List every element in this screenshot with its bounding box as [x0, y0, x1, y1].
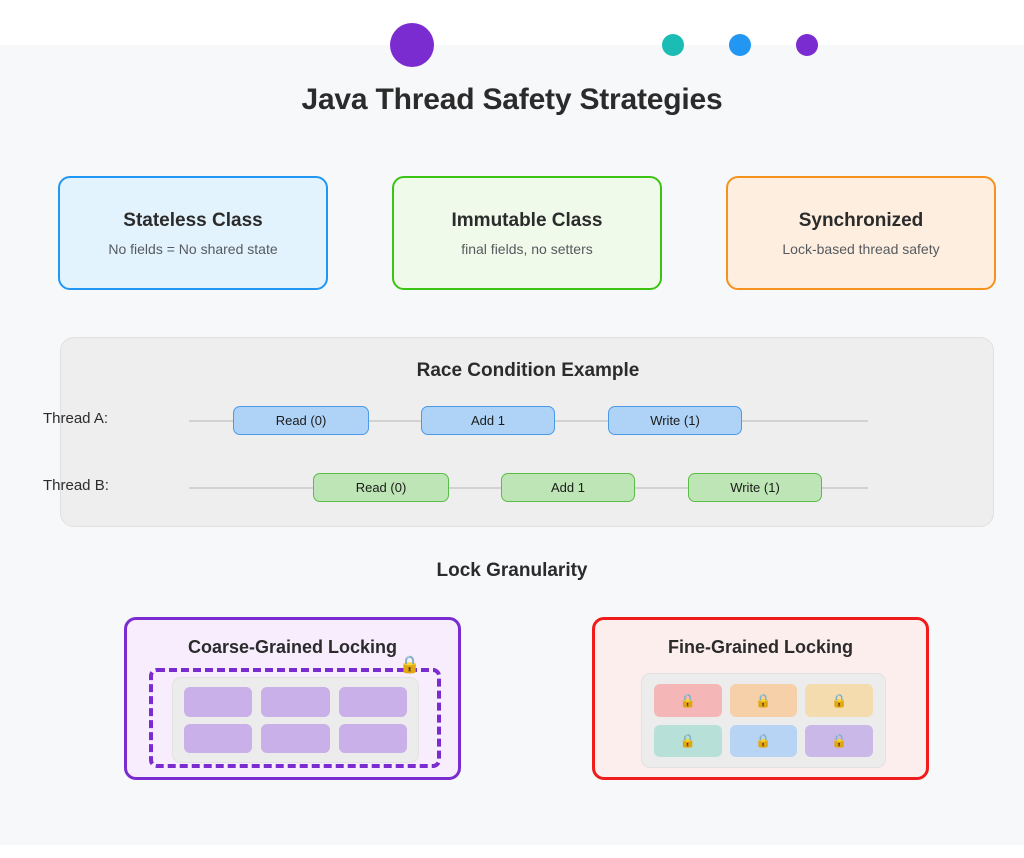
lock-granularity-title: Lock Granularity [436, 560, 588, 581]
lock-icon: 🔒 [679, 692, 696, 708]
strategy-card-subtitle: No fields = No shared state [108, 240, 278, 257]
thread-step-box[interactable]: Add 1 [421, 406, 555, 435]
page-title: Java Thread Safety Strategies [301, 83, 723, 116]
resource-cell [338, 723, 407, 753]
thread-step-box[interactable]: Add 1 [501, 473, 635, 502]
lock-icon: 🔒 [831, 692, 848, 708]
lock-icon: 🔒 [679, 733, 696, 749]
fine-grained-locking-card[interactable]: Fine-Grained Locking 🔒 🔒 🔒 🔒 🔒 🔒 [592, 617, 929, 780]
resource-cell [261, 723, 330, 753]
thread-timeline-b: Thread B: Read (0) Add 1 Write (1) [43, 473, 995, 503]
thread-step-box[interactable]: Write (1) [688, 473, 822, 502]
strategy-card-title: Synchronized [798, 209, 924, 231]
race-condition-panel: Race Condition Example Thread A: Read (0… [43, 337, 995, 527]
resource-cell: 🔒 [805, 724, 873, 757]
thread-label-b: Thread B: [43, 477, 109, 494]
decor-dot-blue [729, 34, 751, 56]
resource-cell [338, 687, 407, 717]
coarse-resource-panel [172, 677, 419, 763]
decor-dot-primary [390, 23, 434, 67]
lock-icon: 🔒 [755, 733, 772, 749]
thread-timeline-a: Thread A: Read (0) Add 1 Write (1) [43, 406, 995, 436]
coarse-resource-grid [173, 678, 418, 762]
resource-cell: 🔒 [729, 724, 798, 757]
thread-label-a: Thread A: [43, 410, 109, 427]
resource-cell [261, 687, 330, 717]
coarse-grained-locking-card[interactable]: Coarse-Grained Locking 🔒 [124, 617, 461, 780]
strategy-card-immutable[interactable]: Immutable Class final fields, no setters [392, 176, 662, 290]
resource-cell: 🔒 [805, 684, 873, 717]
lock-icon: 🔒 [755, 692, 772, 708]
resource-cell [184, 723, 253, 753]
strategy-card-row: Stateless Class No fields = No shared st… [0, 176, 1024, 290]
resource-cell [184, 687, 253, 717]
resource-cell: 🔒 [654, 724, 722, 757]
strategy-card-synchronized[interactable]: Synchronized Lock-based thread safety [726, 176, 996, 290]
strategy-card-subtitle: final fields, no setters [461, 240, 593, 257]
fine-resource-panel: 🔒 🔒 🔒 🔒 🔒 🔒 [641, 673, 886, 768]
strategy-card-stateless[interactable]: Stateless Class No fields = No shared st… [58, 176, 328, 290]
strategy-card-title: Immutable Class [451, 209, 603, 231]
coarse-grained-title: Coarse-Grained Locking [187, 637, 398, 657]
thread-step-box[interactable]: Read (0) [233, 406, 369, 435]
resource-cell: 🔒 [729, 684, 798, 717]
race-condition-title: Race Condition Example [416, 360, 640, 381]
resource-cell: 🔒 [654, 684, 722, 717]
decor-dot-teal [662, 34, 684, 56]
lock-icon: 🔒 [831, 733, 848, 749]
thread-step-box[interactable]: Write (1) [608, 406, 742, 435]
strategy-card-title: Stateless Class [123, 209, 263, 231]
fine-grained-title: Fine-Grained Locking [667, 637, 854, 657]
strategy-card-subtitle: Lock-based thread safety [782, 240, 940, 257]
thread-step-box[interactable]: Read (0) [313, 473, 449, 502]
coarse-lock-boundary [149, 668, 441, 768]
decor-dot-purple [796, 34, 818, 56]
fine-resource-grid: 🔒 🔒 🔒 🔒 🔒 🔒 [642, 674, 885, 767]
lock-icon: 🔒 [399, 655, 421, 674]
